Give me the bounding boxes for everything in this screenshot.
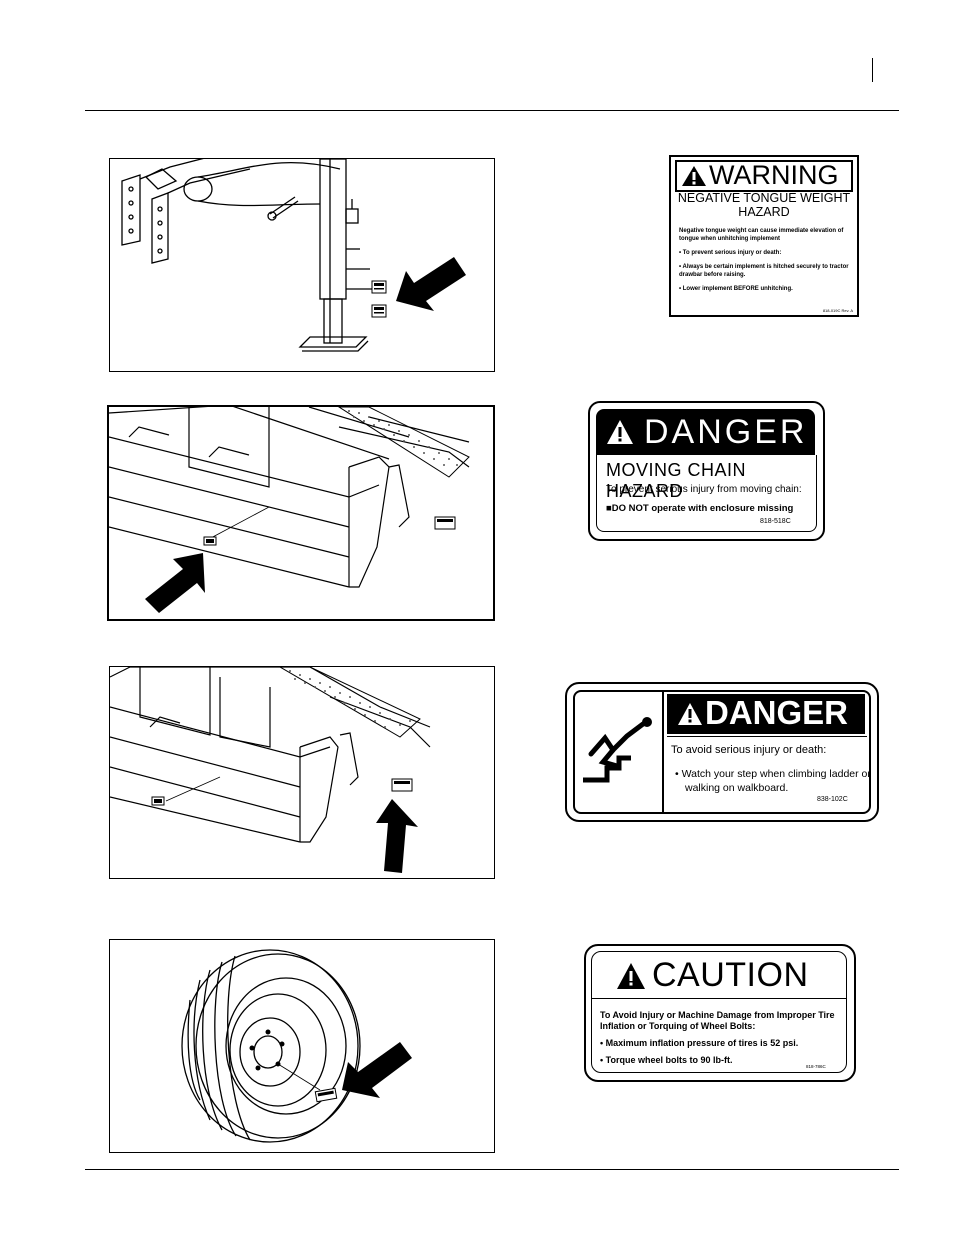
caution-header-rule — [592, 998, 846, 999]
header-tick-mark — [872, 58, 873, 82]
warning-part-number: 818-019C Rev. A — [822, 308, 853, 313]
warning-signal-word: WARNING — [709, 160, 839, 190]
warning-body: Negative tongue weight can cause immedia… — [679, 227, 851, 293]
alert-triangle-icon — [617, 963, 645, 989]
figure-jack-stand — [109, 158, 495, 372]
danger-chain-hazard-title: MOVING CHAIN HAZARD — [606, 460, 747, 501]
danger-ladder-signal-word: DANGER — [705, 694, 849, 731]
warning-header-box: WARNING — [675, 160, 853, 192]
danger-ladder-header-rule — [667, 736, 867, 737]
danger-chain-bullet-1: ■DO NOT operate with enclosure missing — [606, 503, 794, 514]
caution-bullet-2: • Torque wheel bolts to 90 lb-ft. — [600, 1055, 733, 1065]
falling-person-icon — [583, 717, 652, 783]
caution-inner-border — [591, 951, 847, 1073]
danger-ladder-part-number: 838-102C — [817, 796, 848, 803]
footer-rule — [85, 1169, 899, 1170]
alert-triangle-icon — [607, 420, 633, 444]
chain-enclosure-illustration — [109, 407, 470, 613]
caution-decal: CAUTION To Avoid Injury or Machine Damag… — [584, 944, 856, 1082]
warning-description: Negative tongue weight can cause immedia… — [679, 228, 844, 242]
warning-hazard-line-1: NEGATIVE TONGUE WEIGHT — [677, 191, 851, 205]
warning-intro: • To prevent serious injury or death: — [679, 250, 782, 256]
danger-chain-decal: DANGER MOVING CHAIN HAZARD To prevent se… — [588, 401, 825, 541]
pointer-arrow-icon — [396, 257, 466, 311]
danger-ladder-intro: To avoid serious injury or death: — [671, 744, 827, 756]
caution-part-number: 818-786C — [806, 1064, 826, 1069]
danger-ladder-decal: DANGER To avoid serious injury or death:… — [565, 682, 879, 822]
danger-chain-signal-word: DANGER — [644, 413, 808, 451]
figure-chain-enclosure — [107, 405, 495, 621]
danger-chain-part-number: 818-518C — [760, 518, 791, 525]
danger-ladder-bullet-1b: walking on walkboard. — [685, 782, 789, 794]
danger-chain-header: DANGER — [596, 409, 815, 455]
warning-bullet-1: • Always be certain implement is hitched… — [679, 264, 849, 278]
caution-bullet-1: • Maximum inflation pressure of tires is… — [600, 1038, 799, 1048]
caution-signal-word: CAUTION — [652, 956, 809, 994]
warning-hazard-title: NEGATIVE TONGUE WEIGHT HAZARD — [675, 191, 853, 219]
walkboard-illustration — [110, 667, 431, 873]
figure-wheel — [109, 939, 495, 1153]
alert-triangle-icon — [678, 703, 702, 725]
header-rule — [85, 110, 899, 111]
danger-chain-body-box — [596, 455, 817, 532]
danger-chain-intro: To prevent serious injury from moving ch… — [606, 484, 802, 495]
danger-ladder-bullet-1: • Watch your step when climbing ladder o… — [675, 768, 871, 780]
warning-bullet-2: • Lower implement BEFORE unhitching. — [679, 286, 793, 292]
alert-triangle-icon — [682, 166, 706, 186]
pointer-arrow-icon — [145, 553, 205, 613]
pointer-arrow-icon — [342, 1042, 412, 1098]
danger-ladder-inner-border — [573, 690, 871, 814]
jack-stand-illustration — [121, 159, 466, 352]
danger-ladder-header: DANGER — [667, 694, 865, 734]
wheel-illustration — [181, 949, 412, 1143]
pointer-arrow-icon — [376, 799, 418, 873]
figure-walkboard — [109, 666, 495, 879]
caution-intro: To Avoid Injury or Machine Damage from I… — [600, 1010, 835, 1031]
danger-ladder-divider — [662, 690, 664, 814]
warning-hazard-line-2: HAZARD — [738, 205, 790, 219]
warning-decal: WARNING NEGATIVE TONGUE WEIGHT HAZARD Ne… — [669, 155, 859, 317]
